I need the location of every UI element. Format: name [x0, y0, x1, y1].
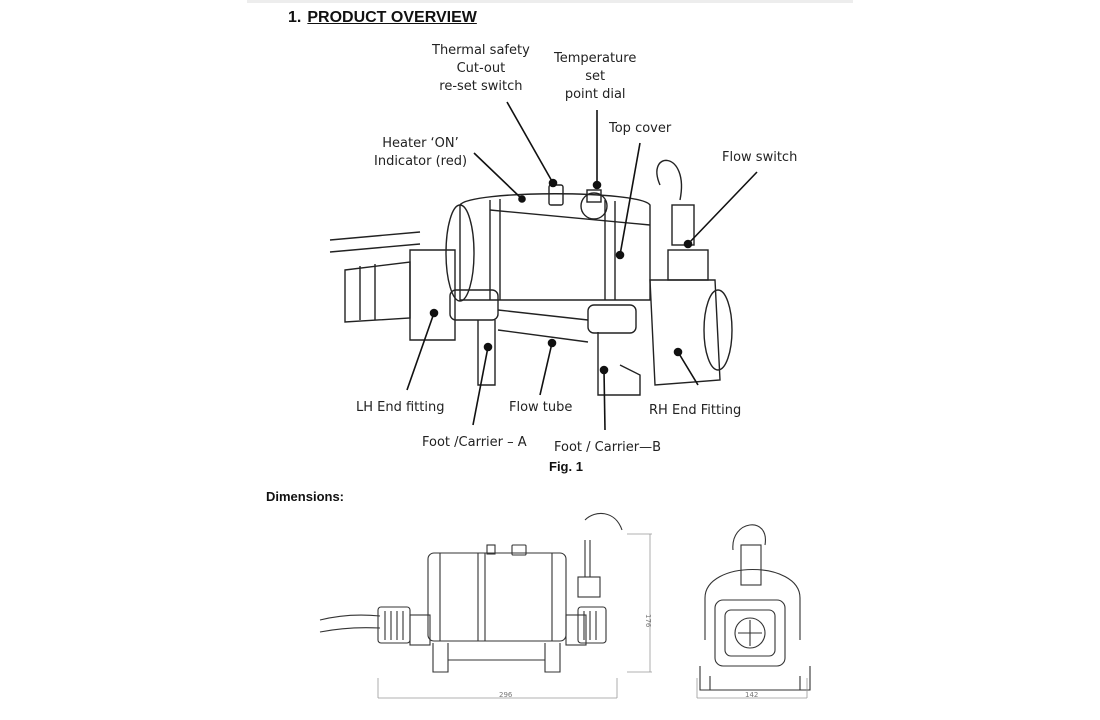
flow-tube [497, 309, 589, 343]
label-foot-a: Foot /Carrier – A [422, 435, 527, 450]
dimensions-heading: Dimensions: [266, 489, 345, 504]
lh-pipe [344, 261, 411, 323]
foot-b [597, 332, 641, 396]
page-top-edge [247, 0, 853, 3]
reset-switch [548, 184, 564, 206]
label-heater-on: Heater ‘ON’ Indicator (red) [374, 136, 468, 169]
temperature-dial [580, 192, 608, 220]
label-top-cover: Top cover [609, 121, 672, 136]
lh-end-fitting [409, 249, 456, 341]
carrier-b-clamp [587, 304, 637, 334]
label-rh-end-fitting: RH End Fitting [649, 403, 742, 418]
dimension-width: 142 [745, 691, 758, 699]
label-foot-b: Foot / Carrier—B [554, 440, 662, 455]
dimension-end-view [699, 524, 811, 691]
label-temperature-dial: Temperature set point dial [554, 51, 637, 102]
dimension-height: 176 [644, 614, 652, 628]
flow-switch [671, 204, 695, 246]
dimension-length: 296 [499, 691, 513, 699]
dimension-side-view [319, 512, 623, 673]
foot-a [477, 320, 496, 386]
rh-end-fitting [649, 279, 721, 386]
label-thermal-safety: Thermal safety Cut-out re-set switch [432, 43, 530, 94]
section-title-text: PRODUCT OVERVIEW [307, 9, 477, 26]
figure-caption: Fig. 1 [549, 459, 583, 474]
section-number: 1. [288, 9, 302, 26]
heater-body [459, 193, 651, 301]
carrier-a-clamp [449, 289, 499, 321]
label-flow-tube: Flow tube [509, 400, 573, 415]
label-flow-switch: Flow switch [722, 150, 798, 165]
label-lh-end-fitting: LH End fitting [356, 400, 445, 415]
section-title: 1. PRODUCT OVERVIEW [288, 9, 477, 27]
